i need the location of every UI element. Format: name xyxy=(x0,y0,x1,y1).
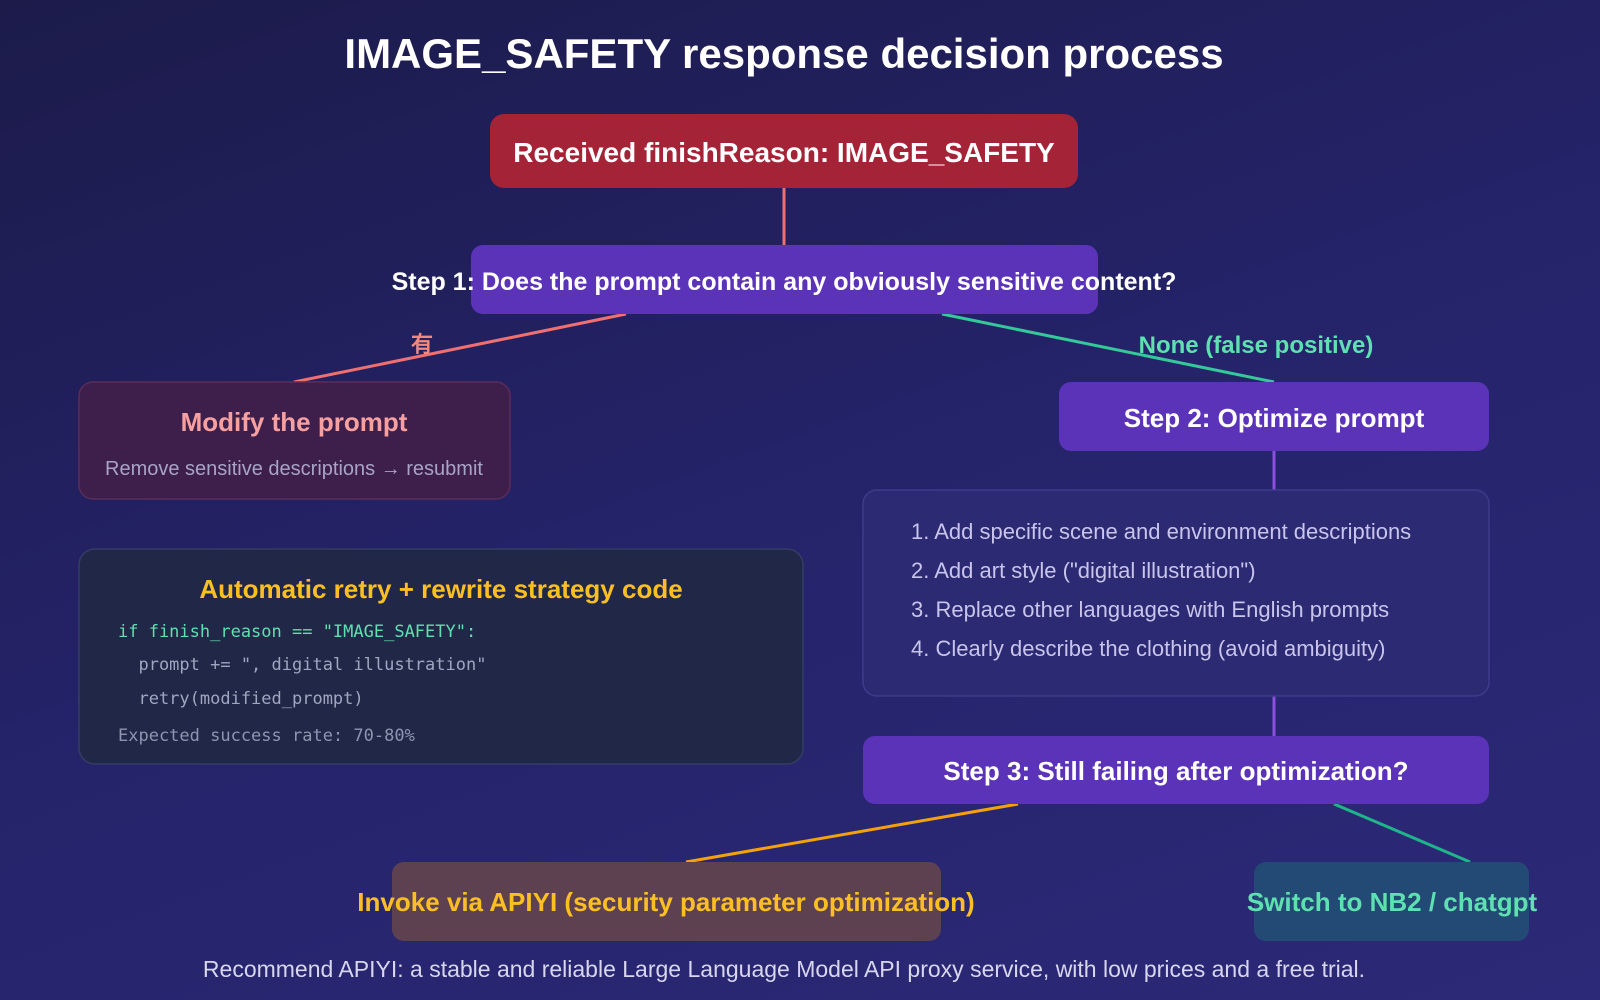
code-line: retry(modified_prompt) xyxy=(118,689,364,709)
code-note: Expected success rate: 70-80% xyxy=(118,726,415,746)
modify-title: Modify the prompt xyxy=(181,407,408,437)
connector-yes xyxy=(293,312,627,384)
start-node: Received finishReason: IMAGE_SAFETY xyxy=(490,114,1078,188)
option-apiyi-node: Invoke via APIYI (security parameter opt… xyxy=(357,862,975,941)
footer-note: Recommend APIYI: a stable and reliable L… xyxy=(203,956,1365,982)
option-switch-node: Switch to NB2 / chatgpt xyxy=(1247,862,1538,941)
connector-switch xyxy=(1333,802,1471,864)
step2-label: Step 2: Optimize prompt xyxy=(1124,403,1425,433)
step1-node: Step 1: Does the prompt contain any obvi… xyxy=(392,245,1177,314)
option-apiyi-label: Invoke via APIYI (security parameter opt… xyxy=(357,887,974,917)
connector-apiyi xyxy=(685,802,1019,864)
step1-label: Step 1: Does the prompt contain any obvi… xyxy=(392,268,1177,296)
page-title: IMAGE_SAFETY response decision process xyxy=(344,30,1223,77)
connector-no xyxy=(941,312,1275,384)
branch-yes-label: 有 xyxy=(411,332,433,357)
tip-item: 2. Add art style ("digital illustration"… xyxy=(911,558,1256,583)
code-line: prompt += ", digital illustration" xyxy=(118,655,486,675)
code-line: if finish_reason == "IMAGE_SAFETY": xyxy=(118,622,476,642)
modify-prompt-node: Modify the prompt Remove sensitive descr… xyxy=(78,381,511,500)
tip-item: 4. Clearly describe the clothing (avoid … xyxy=(911,636,1385,661)
code-title: Automatic retry + rewrite strategy code xyxy=(199,574,682,604)
branch-no-label: None (false positive) xyxy=(1139,332,1374,359)
tip-item: 1. Add specific scene and environment de… xyxy=(911,519,1411,544)
code-box: Automatic retry + rewrite strategy code … xyxy=(78,548,804,765)
step3-node: Step 3: Still failing after optimization… xyxy=(863,736,1489,804)
start-label: Received finishReason: IMAGE_SAFETY xyxy=(513,137,1055,168)
modify-desc: Remove sensitive descriptions → resubmit xyxy=(105,458,483,480)
step2-node: Step 2: Optimize prompt xyxy=(1059,382,1489,451)
tip-item: 3. Replace other languages with English … xyxy=(911,597,1389,622)
step3-label: Step 3: Still failing after optimization… xyxy=(943,756,1408,786)
option-switch-label: Switch to NB2 / chatgpt xyxy=(1247,887,1538,917)
optimization-tips-box: 1. Add specific scene and environment de… xyxy=(862,489,1490,697)
